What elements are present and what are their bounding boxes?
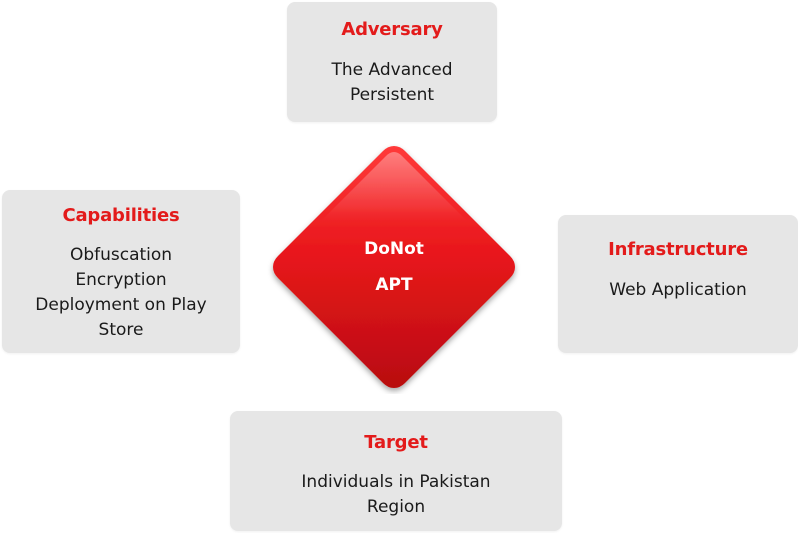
diamond-label: DoNot APT: [267, 140, 521, 394]
target-box: Target Individuals in Pakistan Region: [230, 411, 562, 531]
adversary-title: Adversary: [341, 19, 443, 40]
capabilities-box: Capabilities Obfuscation Encryption Depl…: [2, 190, 240, 353]
capabilities-line: Encryption: [75, 270, 167, 290]
target-body: Individuals in Pakistan Region: [230, 470, 562, 520]
target-line: Individuals in Pakistan: [301, 472, 491, 492]
adversary-box: Adversary The Advanced Persistent: [287, 2, 497, 122]
adversary-line: Persistent: [349, 85, 435, 105]
infrastructure-line: Web Application: [609, 280, 747, 300]
adversary-body: The Advanced Persistent: [287, 58, 497, 108]
capabilities-line: Deployment on Play: [35, 295, 207, 315]
diamond-line: APT: [375, 275, 413, 295]
diamond-line: DoNot: [364, 239, 424, 259]
infrastructure-box: Infrastructure Web Application: [558, 215, 798, 353]
diamond-shape: [273, 146, 515, 388]
target-title: Target: [364, 432, 428, 453]
capabilities-body: Obfuscation Encryption Deployment on Pla…: [2, 243, 240, 343]
adversary-line: The Advanced: [331, 60, 453, 80]
target-line: Region: [366, 497, 426, 517]
center-diamond: DoNot APT: [267, 140, 521, 394]
capabilities-line: Obfuscation: [69, 245, 173, 265]
capabilities-title: Capabilities: [62, 205, 180, 226]
infrastructure-body: Web Application: [558, 278, 798, 303]
capabilities-line: Store: [98, 320, 144, 340]
infrastructure-title: Infrastructure: [608, 239, 748, 260]
